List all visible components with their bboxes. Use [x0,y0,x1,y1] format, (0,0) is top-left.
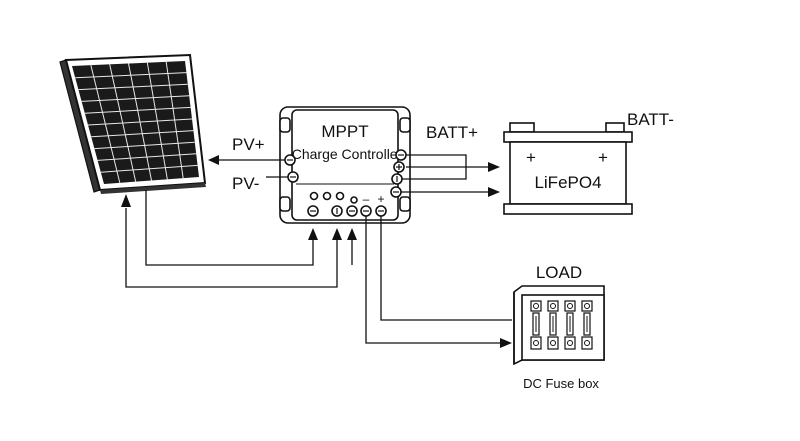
mppt-charge-controller: MPPT Charge Controller – + [279,106,411,224]
wire-pv-positive [208,155,285,165]
terminal-batt-2 [393,161,405,173]
battery-plus-right: + [598,148,608,167]
terminal-bottom-4 [360,205,372,217]
fuse-slot [564,300,576,350]
terminal-batt-3 [391,173,403,185]
wire-panel-to-controller-2 [121,194,342,288]
wire-load-2 [365,216,512,348]
controller-minus-sign: – [363,192,370,206]
terminal-pv-positive [284,154,296,166]
wire-batt-positive [402,154,500,180]
battery-icon: + + LiFePO4 [503,122,633,215]
terminal-batt-1 [395,149,407,161]
controller-subtitle: Charge Controller [292,146,403,162]
fuse-slot [581,300,593,350]
fuse-slot [547,300,559,350]
batt-positive-label: BATT+ [426,123,478,142]
fuse-slot [530,300,542,350]
battery-chemistry-label: LiFePO4 [534,173,601,192]
pv-positive-label: PV+ [232,135,265,154]
controller-plus-sign: + [377,192,384,206]
terminal-batt-4 [390,186,402,198]
solar-panel-icon [59,53,207,194]
wire-controller-terminal-3 [347,228,357,265]
terminal-bottom-2 [331,205,343,217]
fuse-box-label: DC Fuse box [523,376,599,391]
terminal-pv-negative [287,171,299,183]
battery-plus-left: + [526,148,536,167]
terminal-bottom-3 [346,205,358,217]
pv-negative-label: PV- [232,174,259,193]
wire-batt-negative [401,187,500,197]
dc-fuse-box-icon [513,285,605,366]
wire-panel-to-controller-1 [145,190,318,266]
load-label: LOAD [536,263,582,282]
controller-title: MPPT [321,122,368,141]
batt-negative-label: BATT- [627,110,674,129]
terminal-bottom-5 [375,205,387,217]
wire-load-1 [380,216,512,321]
terminal-bottom-1 [307,205,319,217]
